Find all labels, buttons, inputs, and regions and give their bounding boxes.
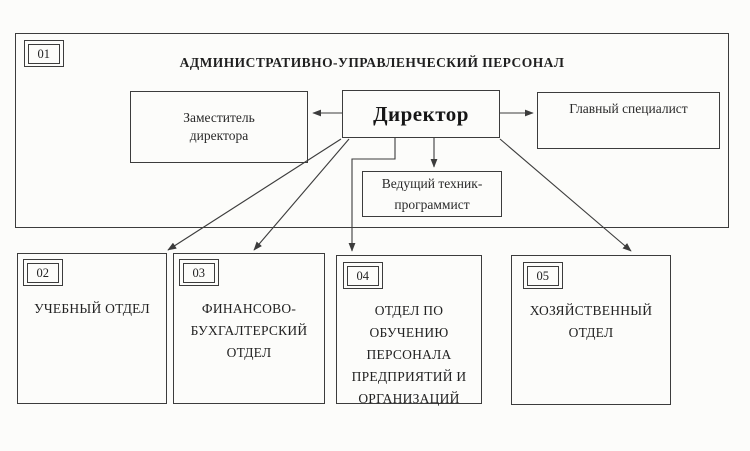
dept-code-label-02: 02 <box>26 262 59 283</box>
unit-code-label-01: 01 <box>27 43 60 64</box>
dept-box-02: 02 УЧЕБНЫЙ ОТДЕЛ <box>17 253 167 404</box>
dept-name-05: ХОЗЯЙСТВЕННЫЙ ОТДЕЛ <box>529 303 653 340</box>
dept-code-badge-02: 02 <box>23 259 63 286</box>
node-director: Директор <box>342 90 500 138</box>
dept-code-badge-04: 04 <box>343 262 383 289</box>
admin-unit-title: АДМИНИСТРАТИВНО-УПРАВЛЕНЧЕСКИЙ ПЕРСОНАЛ <box>179 55 565 70</box>
dept-box-05: 05 ХОЗЯЙСТВЕННЫЙ ОТДЕЛ <box>511 255 671 405</box>
node-chief-specialist: Главный специалист <box>537 92 720 149</box>
dept-code-badge-05: 05 <box>523 262 563 289</box>
dept-box-04: 04 ОТДЕЛ ПО ОБУЧЕНИЮ ПЕРСОНАЛА ПРЕДПРИЯТ… <box>336 255 482 406</box>
dept-code-label-05: 05 <box>526 265 559 286</box>
node-deputy-director: Заместитель директора <box>130 91 308 163</box>
dept-box-03: 03 ФИНАНСОВО- БУХГАЛТЕРСКИЙ ОТДЕЛ <box>173 253 325 404</box>
dept-name-03: ФИНАНСОВО- БУХГАЛТЕРСКИЙ ОТДЕЛ <box>190 301 308 360</box>
dept-name-02: УЧЕБНЫЙ ОТДЕЛ <box>34 301 150 316</box>
unit-code-badge-01: 01 <box>24 40 64 67</box>
dept-code-badge-03: 03 <box>179 259 219 286</box>
dept-code-label-04: 04 <box>346 265 379 286</box>
node-lead-programmer: Ведущий техник- программист <box>362 171 502 217</box>
dept-code-label-03: 03 <box>182 262 215 283</box>
dept-name-04: ОТДЕЛ ПО ОБУЧЕНИЮ ПЕРСОНАЛА ПРЕДПРИЯТИЙ … <box>351 303 467 406</box>
